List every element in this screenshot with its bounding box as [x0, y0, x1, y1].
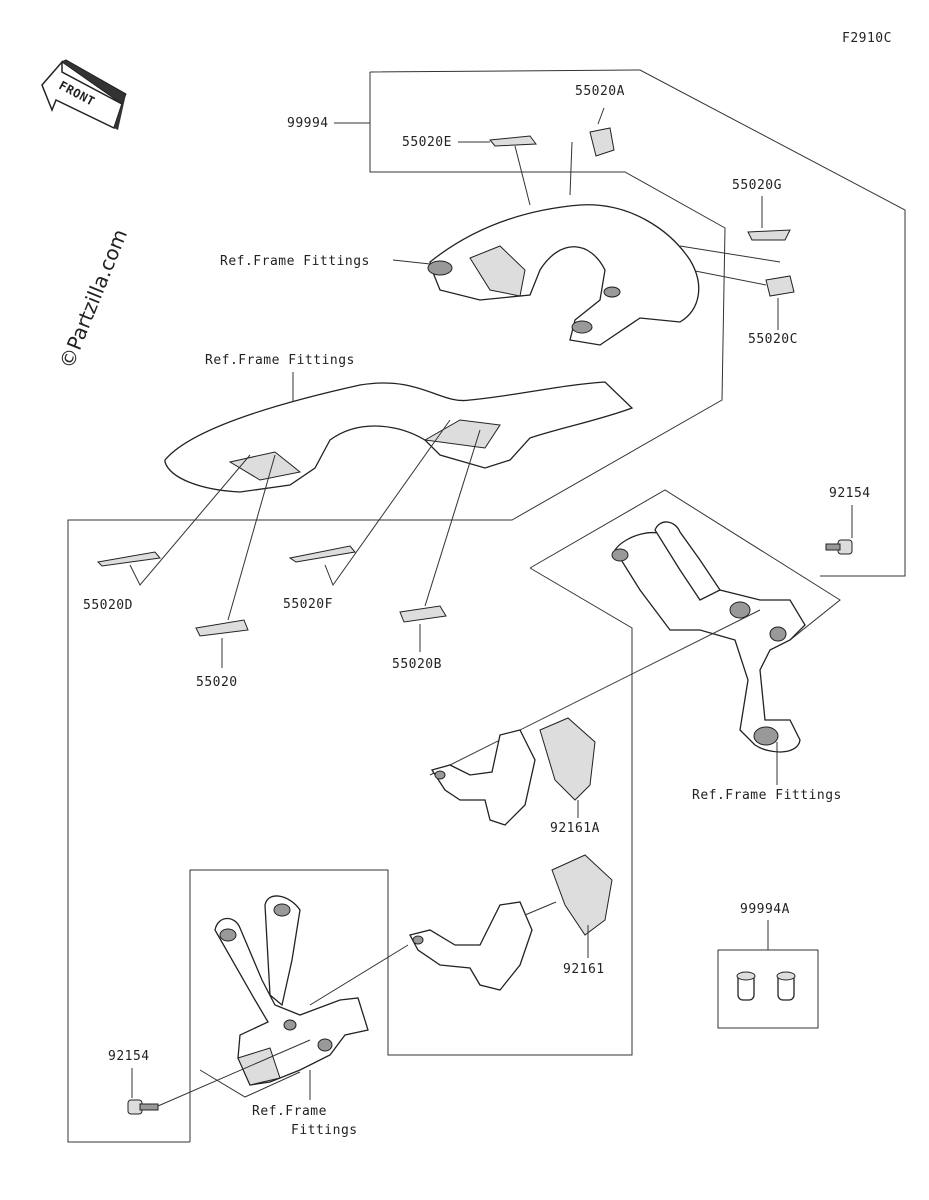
- label-99994A: 99994A: [740, 902, 790, 917]
- heel-guard-92161A: [430, 717, 596, 826]
- decal-55020G: [747, 229, 791, 241]
- label-ref-frame-2: Ref.Frame Fittings: [205, 353, 355, 368]
- label-ref-frame-1: Ref.Frame Fittings: [220, 254, 370, 269]
- label-ref-frame-4a: Ref.Frame: [252, 1104, 327, 1119]
- diagram-code: F2910C: [842, 31, 892, 46]
- label-92154-bottom: 92154: [108, 1049, 150, 1064]
- decal-55020A: [589, 107, 615, 157]
- label-55020E: 55020E: [402, 135, 452, 150]
- label-92154-top: 92154: [829, 486, 871, 501]
- label-92161: 92161: [563, 962, 605, 977]
- bolt-92154-bottom: [127, 1099, 159, 1115]
- grommet-left: [736, 971, 756, 1001]
- label-55020F: 55020F: [283, 597, 333, 612]
- label-99994: 99994: [287, 116, 329, 131]
- label-55020A: 55020A: [575, 84, 625, 99]
- label-55020C: 55020C: [748, 332, 798, 347]
- kit-frame-outline-left: [67, 72, 726, 1143]
- decal-55020: [195, 619, 249, 637]
- upper-frame-cowl: [427, 204, 700, 346]
- kit-99994A-box: [717, 949, 819, 1029]
- kit-frame-outline: [369, 69, 906, 577]
- label-55020B: 55020B: [392, 657, 442, 672]
- label-55020: 55020: [196, 675, 238, 690]
- label-55020G: 55020G: [732, 178, 782, 193]
- label-55020D: 55020D: [83, 598, 133, 613]
- decal-55020E: [489, 135, 537, 147]
- left-footpeg-bracket: [214, 895, 369, 1086]
- label-ref-frame-3: Ref.Frame Fittings: [692, 788, 842, 803]
- right-footpeg-bracket: [611, 521, 806, 753]
- decal-55020D: [96, 551, 161, 567]
- front-arrow-icon: FRONT: [41, 59, 127, 130]
- decal-55020B: [399, 605, 447, 623]
- label-92161A: 92161A: [550, 821, 600, 836]
- decal-55020F: [288, 545, 356, 563]
- heel-guard-92161: [409, 854, 613, 991]
- grommet-right: [776, 971, 796, 1001]
- bolt-92154-top: [825, 539, 853, 555]
- seat-cowl: [164, 381, 634, 493]
- label-ref-frame-4b: Fittings: [291, 1123, 358, 1138]
- decal-55020C: [765, 275, 795, 297]
- watermark: ©Partzilla.com: [54, 226, 132, 372]
